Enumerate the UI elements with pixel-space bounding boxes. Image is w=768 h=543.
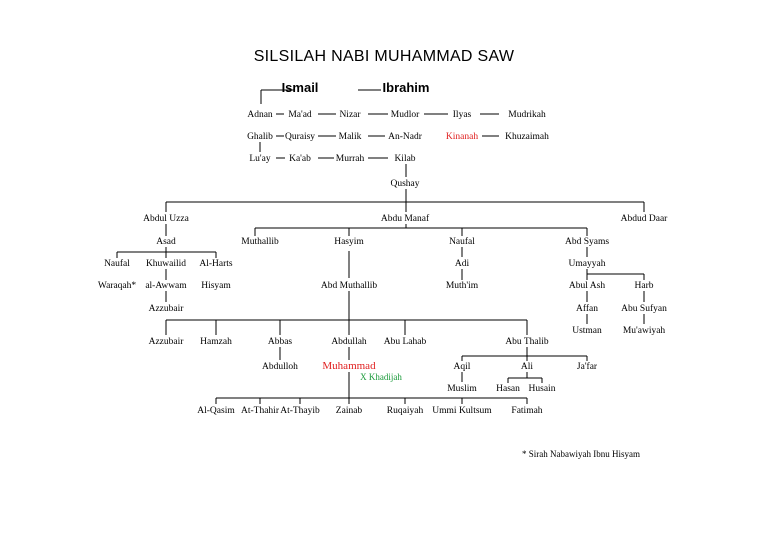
node-hamzah: Hamzah [200, 337, 232, 347]
node-ghalib: Ghalib [247, 132, 273, 142]
node-waraqah: Waraqah* [98, 281, 137, 291]
node-atthayib: At-Thayib [280, 406, 320, 416]
node-abulahab: Abu Lahab [384, 337, 427, 347]
node-abdmuthallib: Abd Muthallib [321, 281, 377, 291]
node-muthallib: Muthallib [241, 237, 279, 247]
node-alharts: Al-Harts [199, 259, 233, 269]
node-khuzaimah: Khuzaimah [505, 132, 549, 142]
node-affan: Affan [576, 303, 598, 314]
node-alawwam: al-Awwam [145, 281, 187, 291]
node-mudrikah: Mudrikah [508, 110, 546, 120]
node-umayyah: Umayyah [569, 259, 606, 269]
node-maad: Ma'ad [288, 110, 312, 120]
node-khuwailid: Khuwailid [146, 259, 186, 269]
node-abdullah: Abdullah [331, 337, 367, 347]
node-hasyim: Hasyim [334, 237, 364, 247]
node-naufal2: Naufal [449, 236, 475, 247]
node-abuthalib: Abu Thalib [505, 337, 549, 347]
node-muhammad: Muhammad [322, 360, 376, 372]
node-qushay: Qushay [390, 179, 419, 189]
node-ustman: Ustman [572, 326, 602, 336]
node-ruqaiyah: Ruqaiyah [387, 406, 424, 416]
node-abusufyan: Abu Sufyan [621, 303, 667, 314]
node-abdsyams: Abd Syams [565, 237, 609, 247]
node-ummikultsum: Ummi Kultsum [432, 406, 492, 416]
node-alqasim: Al-Qasim [197, 406, 235, 416]
tree-connectors [116, 89, 645, 404]
node-abdulloh: Abdulloh [262, 362, 298, 372]
node-zainab: Zainab [336, 406, 363, 416]
node-fatimah: Fatimah [511, 406, 542, 416]
footnote: * Sirah Nabawiyah Ibnu Hisyam [522, 449, 640, 459]
node-harb: Harb [635, 281, 654, 291]
node-abdumanaf: Abdu Manaf [381, 213, 430, 224]
node-kinanah: Kinanah [446, 132, 478, 142]
node-quraisy: Quraisy [285, 132, 315, 142]
node-muawiyah: Mu'awiyah [623, 326, 666, 336]
node-abulash: Abul Ash [569, 281, 605, 291]
node-nizar: Nizar [339, 110, 361, 120]
node-annadr: An-Nadr [388, 132, 423, 142]
node-muslim: Muslim [447, 384, 477, 394]
node-luay: Lu'ay [249, 154, 270, 164]
node-abduddaar: Abdud Daar [621, 214, 669, 224]
node-adi: Adi [455, 259, 470, 269]
node-murrah: Murrah [336, 154, 365, 164]
node-ilyas: Ilyas [453, 110, 472, 120]
node-ismail: Ismail [282, 80, 319, 95]
node-ibrahim: Ibrahim [383, 80, 430, 95]
node-azzubair2: Azzubair [149, 337, 185, 347]
node-mudlor: Mudlor [391, 110, 420, 120]
node-kilab: Kilab [394, 154, 415, 164]
node-ali: Ali [521, 362, 534, 372]
node-asad: Asad [156, 237, 176, 247]
node-adnan: Adnan [247, 110, 273, 120]
node-kaab: Ka'ab [289, 154, 311, 164]
node-abduluzza: Abdul Uzza [143, 214, 189, 224]
node-abbas: Abbas [268, 337, 293, 347]
node-atthahir: At-Thahir [241, 406, 280, 416]
node-husain: Husain [529, 384, 556, 394]
diagram-title: SILSILAH NABI MUHAMMAD SAW [253, 48, 515, 65]
node-khadijah: X Khadijah [360, 372, 402, 382]
node-malik: Malik [339, 132, 362, 142]
node-jafar: Ja'far [577, 361, 598, 372]
node-hasan: Hasan [496, 384, 520, 394]
node-naufal1: Naufal [104, 258, 130, 269]
node-muthim: Muth'im [446, 281, 479, 291]
node-azzubair1: Azzubair [149, 304, 185, 314]
node-aqil: Aqil [454, 362, 471, 372]
node-hisyam: Hisyam [201, 281, 231, 291]
